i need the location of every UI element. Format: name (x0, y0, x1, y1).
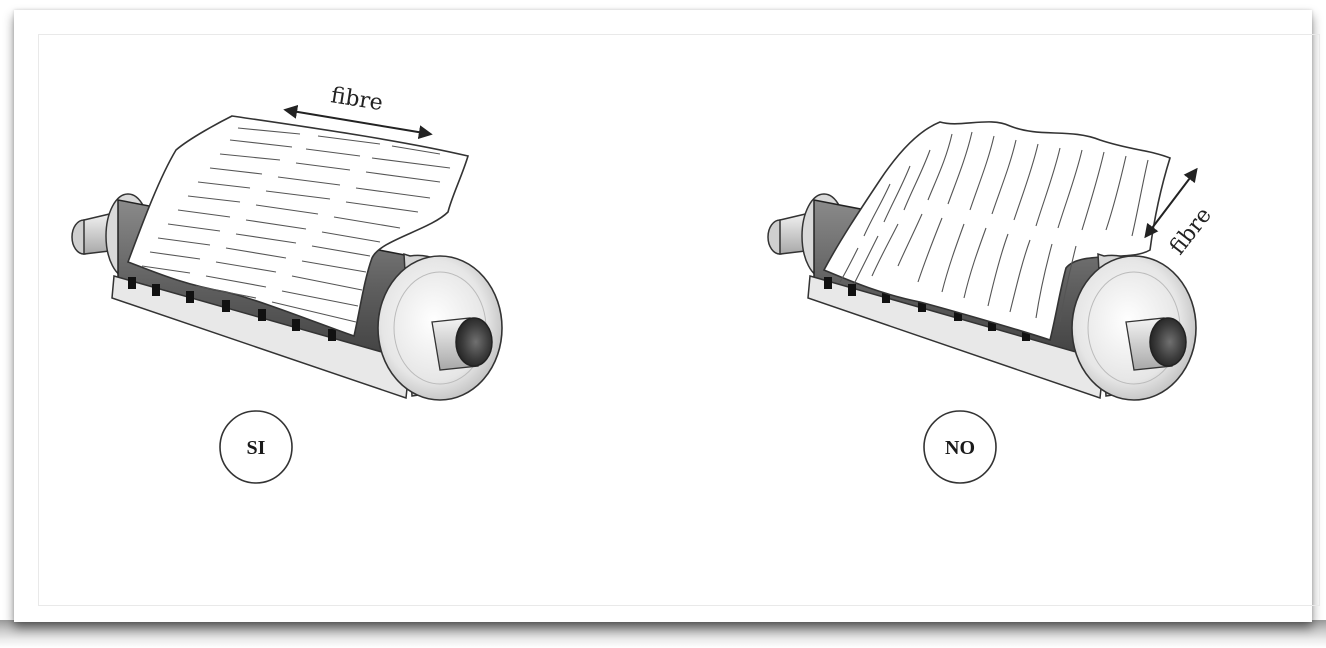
verdict-badge-no: NO (924, 411, 996, 483)
verdict-label-no: NO (945, 437, 975, 459)
verdict-label-si: SI (247, 437, 266, 459)
front-hub (432, 318, 492, 370)
verdict-badge-si: SI (220, 411, 292, 483)
roller-diagram-no: fibre NO (768, 122, 1217, 483)
front-hub-no (1126, 318, 1186, 370)
fibre-label-si: fibre (329, 83, 385, 116)
roller-diagram-si: fibre SI (72, 83, 502, 483)
fibre-label-no: fibre (1165, 203, 1217, 260)
